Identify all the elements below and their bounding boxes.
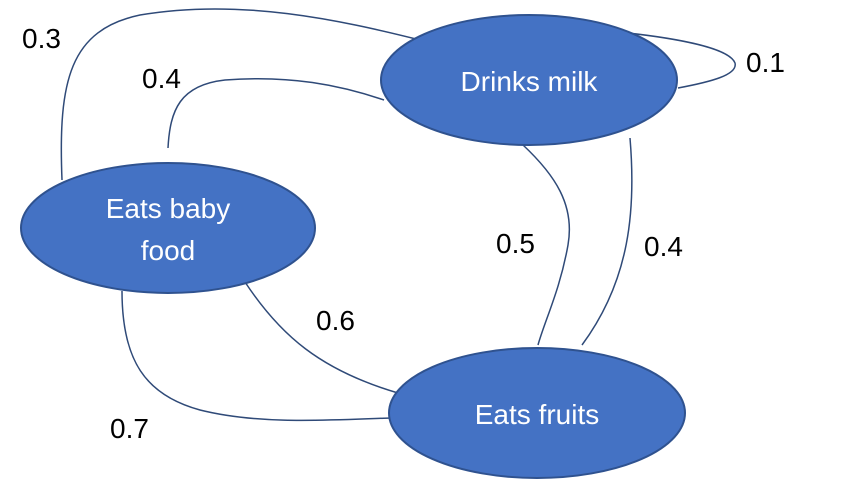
edge-label-baby-to-fruits-lower: 0.7 — [110, 413, 149, 444]
node-eats-fruits: Eats fruits — [388, 347, 686, 479]
node-eats-fruits-label: Eats fruits — [475, 399, 599, 430]
edge-label-milk-to-fruits-right: 0.4 — [644, 231, 683, 262]
edge-label-baby-to-fruits-upper: 0.6 — [316, 305, 355, 336]
edge-label-milk-self-loop: 0.1 — [746, 47, 785, 78]
node-drinks-milk-label: Drinks milk — [461, 66, 599, 97]
node-drinks-milk-shape — [380, 14, 678, 146]
edge-label-baby-to-milk-outer: 0.3 — [22, 23, 61, 54]
edge-label-baby-to-milk-inner: 0.4 — [142, 63, 181, 94]
node-eats-fruits-shape — [388, 347, 686, 479]
edge-milk-self-loop — [627, 32, 736, 89]
edge-baby-to-milk-outer — [60, 8, 421, 181]
edge-baby-to-fruits-lower — [121, 290, 391, 422]
node-eats-baby-food-shape — [20, 162, 316, 294]
node-eats-baby-food-label-line1: Eats baby — [106, 193, 231, 224]
node-drinks-milk: Drinks milk — [380, 14, 678, 146]
edge-label-milk-to-fruits-left: 0.5 — [496, 228, 535, 259]
node-eats-baby-food-label-line2: food — [141, 235, 196, 266]
node-eats-baby-food: Eats baby food — [20, 162, 316, 294]
edge-baby-to-fruits-upper — [244, 281, 399, 394]
edge-baby-to-milk-inner — [167, 77, 385, 149]
edge-milk-to-fruits-right — [581, 137, 633, 346]
edge-milk-to-fruits-left — [522, 144, 571, 346]
